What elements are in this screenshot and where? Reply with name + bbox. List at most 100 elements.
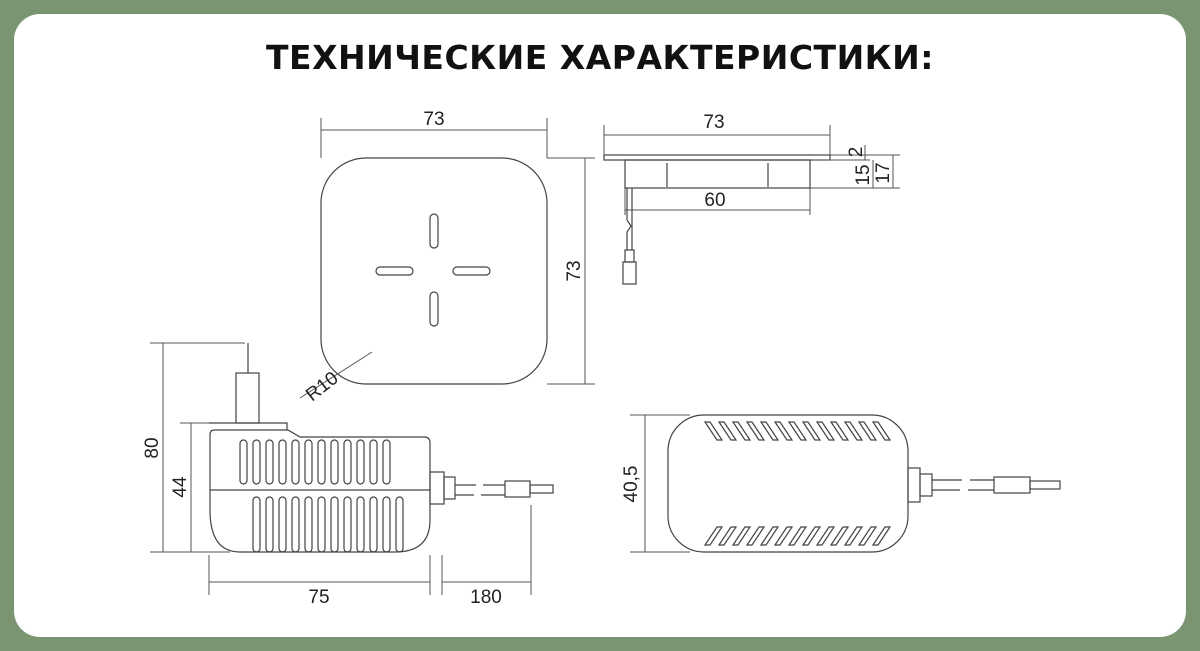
dim-body: 15 (853, 164, 874, 185)
dc-plug (504, 480, 531, 498)
slot (745, 421, 766, 441)
cable-thread (919, 473, 933, 497)
dimension-lines (150, 342, 532, 595)
slot (429, 213, 439, 249)
dim-length: 75 (308, 587, 329, 608)
slot (239, 439, 248, 485)
dimension-lines-right (810, 145, 900, 189)
slot (304, 496, 313, 553)
cable (932, 479, 994, 491)
slot (252, 496, 261, 553)
cable-gland (429, 471, 445, 505)
radius-leader (299, 351, 373, 399)
connector-neck (624, 249, 635, 263)
slot (291, 439, 300, 485)
dimension-lines (630, 414, 690, 553)
vent-slots (239, 439, 404, 553)
plug-plate (209, 422, 288, 430)
slot (356, 496, 365, 553)
slot (745, 526, 766, 546)
slot (787, 421, 808, 441)
cable (455, 484, 505, 496)
plate (603, 154, 831, 161)
slot (759, 526, 780, 546)
slot (369, 439, 378, 485)
slot (278, 496, 287, 553)
adapter-top-view: 40,5 (621, 414, 1061, 553)
slot (843, 526, 864, 546)
dc-pin (1029, 480, 1061, 490)
slot (773, 526, 794, 546)
slot (731, 526, 752, 546)
slot (787, 526, 808, 546)
slot (343, 439, 352, 485)
dim-cable: 180 (470, 587, 502, 608)
dimension-lines (603, 125, 831, 215)
slot (773, 421, 794, 441)
dim-total-height: 80 (142, 437, 163, 458)
body (624, 159, 811, 189)
vent-slots (703, 421, 892, 546)
slot (369, 496, 378, 553)
slot (291, 496, 300, 553)
slot (731, 421, 752, 441)
cable (626, 188, 633, 250)
slot (829, 421, 850, 441)
content-card (14, 14, 1186, 637)
slot (304, 439, 313, 485)
slot (815, 526, 836, 546)
dimension-lines (320, 118, 595, 385)
slot (382, 439, 391, 485)
slot (330, 496, 339, 553)
slot (317, 439, 326, 485)
dim-height: 73 (564, 260, 585, 281)
connector (622, 261, 637, 285)
cable-thread (443, 476, 456, 500)
adapter-side-view: 80 44 75 180 (142, 342, 554, 608)
slot (330, 439, 339, 485)
slot (343, 496, 352, 553)
slot (703, 421, 724, 441)
panel-outline (320, 157, 548, 385)
clips (666, 163, 769, 187)
slot (382, 496, 391, 553)
slot (317, 496, 326, 553)
dc-plug (993, 476, 1031, 494)
slot (375, 266, 414, 276)
dim-body-height: 44 (170, 476, 191, 498)
slot (801, 421, 822, 441)
cable-gland (907, 467, 921, 503)
slot (871, 421, 892, 441)
slot (703, 526, 724, 546)
slot (252, 439, 261, 485)
adapter-body (667, 414, 909, 553)
dim-width: 73 (423, 109, 444, 130)
slot (815, 421, 836, 441)
dim-width: 73 (703, 112, 724, 133)
slot (717, 421, 738, 441)
slot (857, 421, 878, 441)
slot (265, 439, 274, 485)
slot (356, 439, 365, 485)
dim-height: 40,5 (621, 466, 642, 503)
slot (717, 526, 738, 546)
slot (265, 496, 274, 553)
slot (801, 526, 822, 546)
dim-total: 17 (873, 162, 894, 183)
slot (278, 439, 287, 485)
plug (235, 372, 260, 424)
slot (395, 496, 404, 553)
slot (429, 291, 439, 327)
slot (452, 266, 491, 276)
slot (829, 526, 850, 546)
slot (759, 421, 780, 441)
dim-inner-width: 60 (704, 190, 725, 211)
dim-plate: 2 (846, 147, 867, 158)
page-title: ТЕХНИЧЕСКИЕ ХАРАКТЕРИСТИКИ: (266, 38, 934, 77)
slot (857, 526, 878, 546)
adapter-body (209, 429, 431, 553)
dc-pin (529, 484, 554, 494)
slot (843, 421, 864, 441)
side-view: 73 60 2 15 17 (603, 112, 900, 285)
